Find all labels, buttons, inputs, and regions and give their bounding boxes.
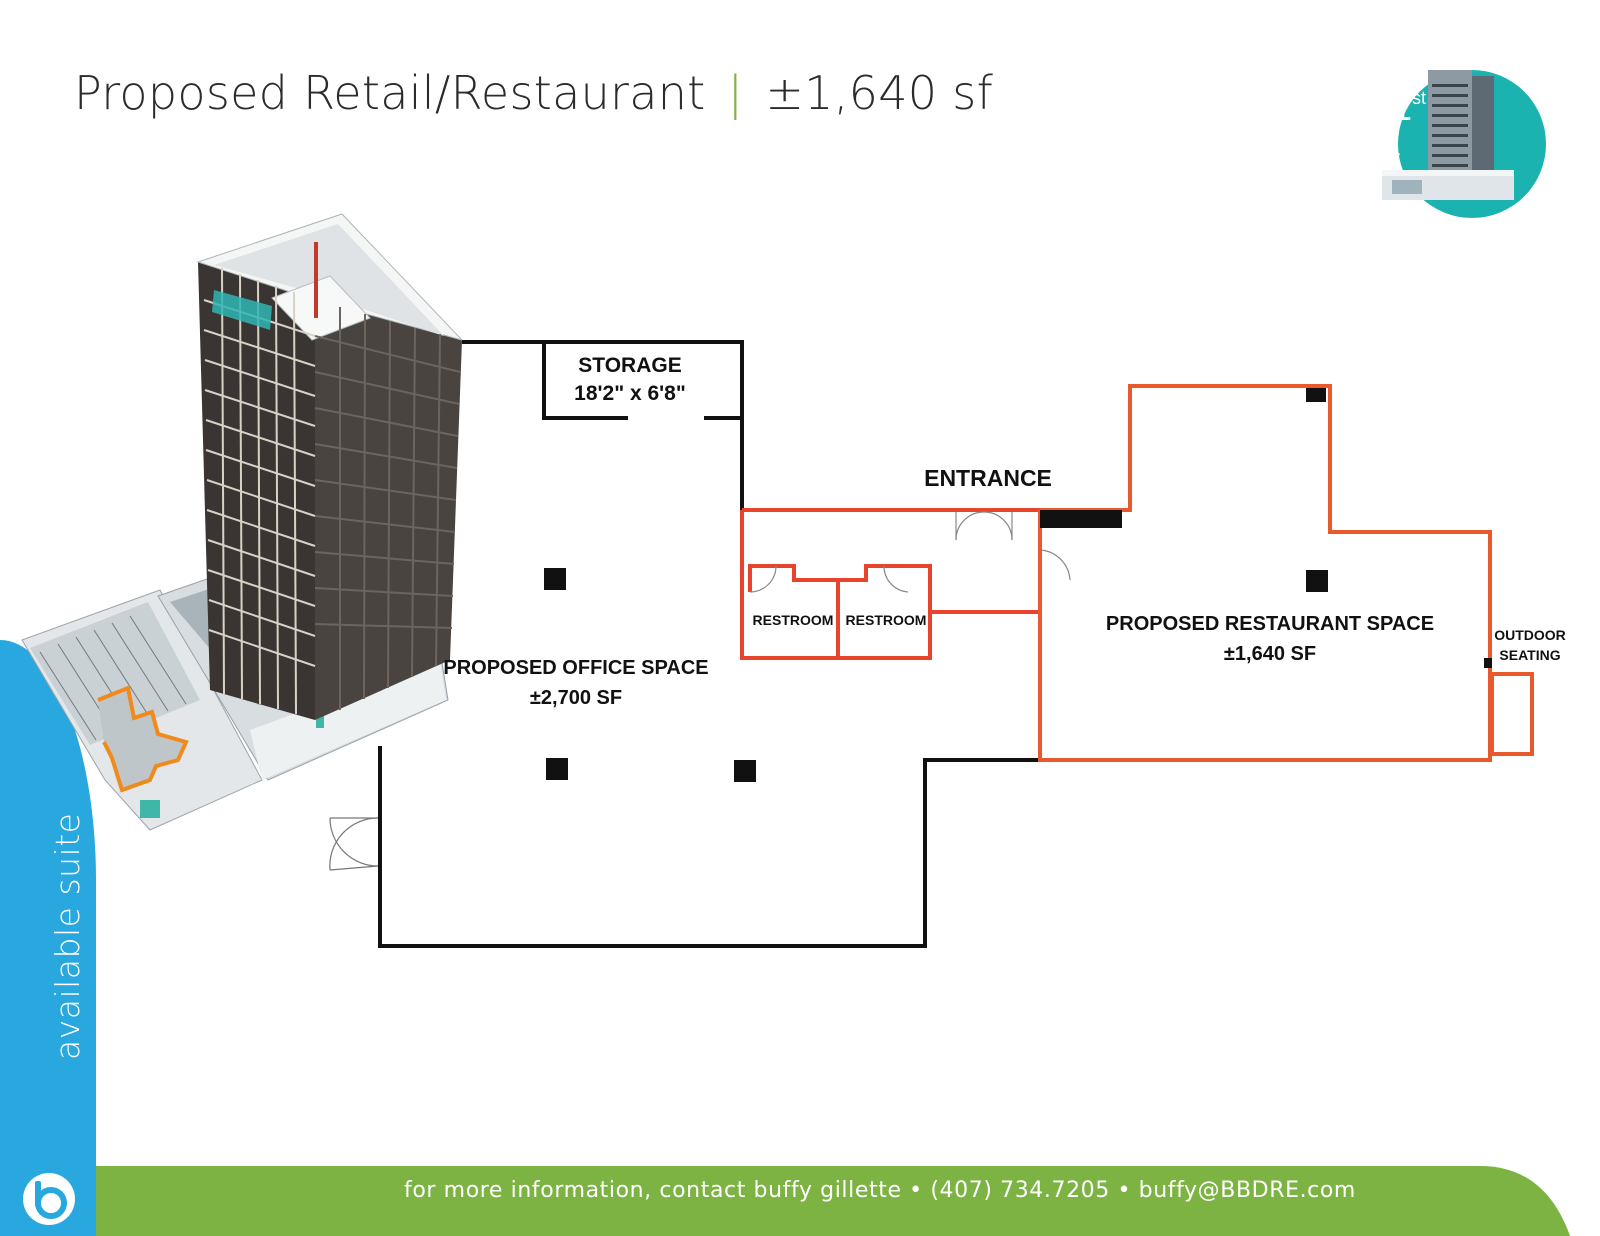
- entrance-label: ENTRANCE: [924, 465, 1052, 491]
- storage-dimensions: 18'2" x 6'8": [574, 382, 686, 405]
- title-area: ±1,640 sf: [765, 66, 994, 120]
- title-separator: |: [727, 66, 744, 120]
- entrance-doors: [955, 511, 1071, 581]
- wall-block: [1040, 510, 1122, 528]
- office-space-label: PROPOSED OFFICE SPACE: [443, 657, 708, 679]
- badge-building-icon: [1382, 70, 1514, 200]
- restaurant-space-label: PROPOSED RESTAURANT SPACE: [1106, 613, 1434, 635]
- office-space-outline: [378, 340, 1040, 948]
- restaurant-space-area: ±1,640 SF: [1224, 643, 1316, 665]
- restroom-outline: [740, 508, 1040, 660]
- wall-marker: [1484, 658, 1492, 668]
- footer-bar: [0, 1166, 1570, 1236]
- outdoor-label-line1: OUTDOOR: [1494, 627, 1566, 643]
- building-rendering: [21, 213, 464, 831]
- storage-label: STORAGE: [578, 354, 681, 377]
- title-text: Proposed Retail/Restaurant: [74, 66, 706, 120]
- restroom-label-1: RESTROOM: [753, 612, 834, 628]
- badge-floor-word: floor: [1382, 149, 1401, 166]
- restaurant-outline: [1038, 384, 1534, 762]
- badge-number: 1: [1392, 87, 1412, 128]
- page-title: Proposed Retail/Restaurant | ±1,640 sf: [74, 66, 993, 120]
- company-logo: [23, 1173, 75, 1225]
- wall-block-corner: [1306, 388, 1326, 402]
- floor-badge: 1 st floor: [1382, 70, 1546, 218]
- structural-columns: [544, 568, 1328, 782]
- restroom-doors: [749, 565, 909, 593]
- office-door: [329, 817, 379, 871]
- footer-contact: for more information, contact buffy gill…: [404, 1178, 1356, 1203]
- office-space-area: ±2,700 SF: [530, 687, 622, 709]
- badge-suffix: st: [1412, 88, 1426, 108]
- restroom-label-2: RESTROOM: [846, 612, 927, 628]
- outdoor-label-line2: SEATING: [1499, 647, 1560, 663]
